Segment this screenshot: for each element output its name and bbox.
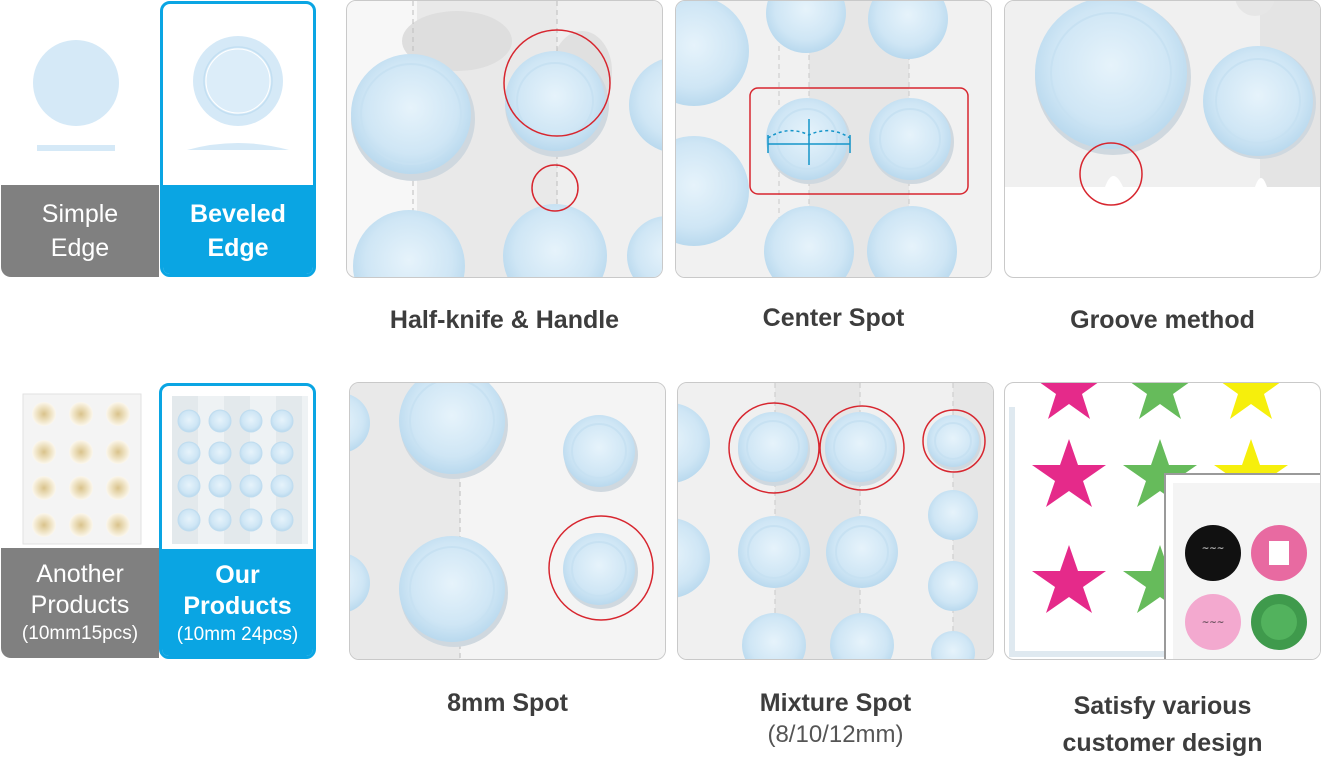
half-knife-caption: Half-knife & Handle [389, 306, 620, 334]
groove-panel [1004, 0, 1321, 278]
our-products-card: Our Products (10mm 24pcs) [159, 383, 316, 659]
simple-edge-illustration [33, 40, 119, 151]
svg-text:~~~: ~~~ [1202, 544, 1225, 554]
highlight-circle-icon [503, 29, 611, 137]
our-products-detail: (10mm 24pcs) [176, 624, 299, 645]
another-products-card: Another Products (10mm15pcs) [1, 384, 159, 658]
half-knife-panel [346, 0, 663, 278]
custom-design-panel: ~~~ ~~~ [1004, 382, 1321, 660]
patch-dot-icon [505, 51, 605, 151]
spot-8mm-illustration [350, 383, 665, 659]
simple-edge-card: Simple Edge [1, 1, 159, 277]
our-products-line2: Products [183, 592, 292, 620]
highlight-circle-icon [819, 405, 905, 491]
beveled-edge-line2: Edge [207, 234, 269, 262]
our-products-sheet [172, 396, 308, 544]
center-spot-caption: Center Spot [762, 304, 905, 332]
patch-dot-icon [351, 54, 471, 174]
half-knife-illustration [347, 1, 662, 277]
another-products-line1: Another [36, 560, 124, 588]
simple-edge-line2: Edge [50, 234, 110, 262]
mixture-spot-sizes: (8/10/12mm) [767, 721, 904, 748]
spot-8mm-panel [349, 382, 666, 660]
highlight-circle-icon [531, 164, 579, 212]
another-products-line2: Products [30, 591, 130, 619]
our-products-line1: Our [215, 561, 260, 589]
beveled-edge-card: Beveled Edge [160, 1, 316, 277]
spot-8mm-caption: 8mm Spot [447, 689, 568, 717]
custom-design-line1: Satisfy various [1073, 692, 1252, 720]
patch-dot-icon [766, 98, 848, 180]
another-products-detail: (10mm15pcs) [21, 623, 139, 644]
another-products-sheet [22, 393, 142, 545]
simple-edge-label: Simple Edge [1, 185, 159, 277]
mixture-spot-title: Mixture Spot [759, 689, 912, 717]
groove-illustration [1005, 1, 1320, 206]
our-products-label: Our Products (10mm 24pcs) [162, 549, 313, 656]
center-spot-panel [675, 0, 992, 278]
highlight-box [749, 87, 969, 195]
highlight-circle-icon [922, 409, 986, 473]
center-spot-illustration [676, 1, 991, 277]
beveled-edge-label: Beveled Edge [163, 185, 313, 274]
mixture-spot-illustration [678, 383, 993, 659]
custom-design-line2: customer design [1062, 729, 1263, 757]
patch-dot-icon [399, 383, 505, 474]
another-products-label: Another Products (10mm15pcs) [1, 548, 159, 658]
mixture-spot-panel [677, 382, 994, 660]
simple-edge-line1: Simple [41, 200, 119, 228]
measure-marker-icon [767, 119, 851, 165]
custom-design-caption: Satisfy various customer design [1004, 688, 1321, 762]
highlight-circle-icon [1079, 142, 1143, 206]
patch-dot-icon [32, 402, 130, 537]
custom-design-illustration: ~~~ ~~~ [1009, 383, 1320, 659]
patch-dot-icon [33, 40, 119, 126]
patch-dot-icon [177, 409, 294, 532]
highlight-circle-icon [548, 515, 654, 621]
highlight-circle-icon [728, 402, 820, 494]
svg-text:~~~: ~~~ [1202, 618, 1225, 628]
beveled-edge-line1: Beveled [190, 200, 286, 228]
beveled-edge-illustration [187, 36, 289, 150]
groove-caption: Groove method [1070, 306, 1255, 334]
patch-dot-icon [738, 412, 810, 486]
mixture-spot-caption: Mixture Spot (8/10/12mm) [677, 688, 994, 752]
patch-dot-icon [1035, 1, 1187, 149]
